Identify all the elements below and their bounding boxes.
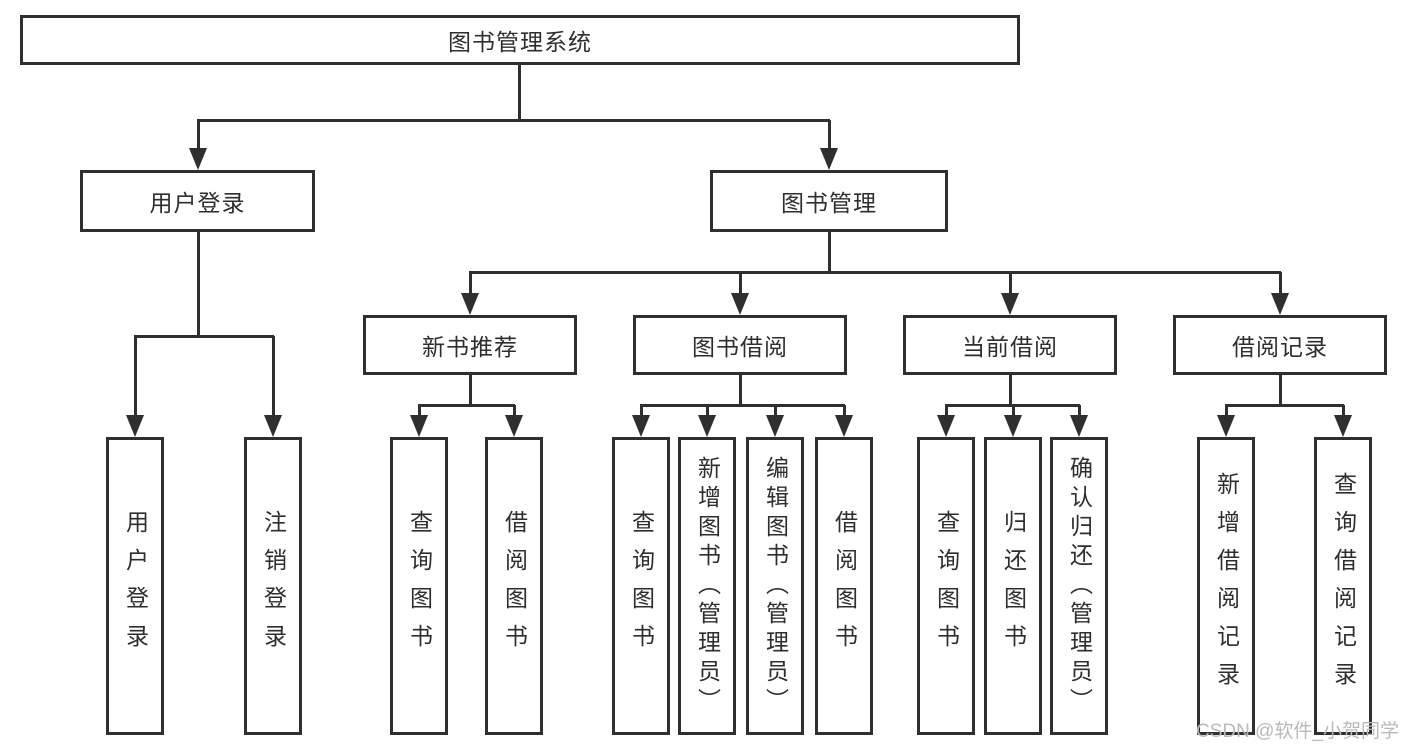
node-book-borrow-label: 图书借阅 <box>692 334 788 360</box>
watermark: CSDN @软件_小贺同学 <box>1196 721 1399 742</box>
leaf-bb-query-book-label: 查询图书 <box>628 510 655 662</box>
connector-stem <box>1342 405 1345 419</box>
arrow-down-icon <box>264 415 282 437</box>
connector-vline <box>518 65 521 122</box>
leaf-br-query-record-label: 查询借阅记录 <box>1330 472 1357 700</box>
node-user-login-group-label: 用户登录 <box>149 190 246 216</box>
leaf-cb-query-book: 查询图书 <box>917 437 975 735</box>
connector-stem <box>843 405 846 419</box>
node-root-label: 图书管理系统 <box>448 29 592 55</box>
arrow-down-icon <box>126 415 144 437</box>
connector-vline <box>739 375 742 407</box>
connector-stem <box>774 405 777 419</box>
arrow-down-icon <box>1004 415 1022 437</box>
connector-stem <box>739 272 742 297</box>
arrow-down-icon <box>1001 293 1019 315</box>
arrow-down-icon <box>698 415 716 437</box>
connector-stem <box>1009 272 1012 297</box>
node-book-management: 图书管理 <box>710 170 948 232</box>
arrow-down-icon <box>937 415 955 437</box>
leaf-user-login-label: 用户登录 <box>122 510 149 662</box>
node-borrow-record: 借阅记录 <box>1173 315 1387 375</box>
connector-stem <box>945 405 948 419</box>
leaf-br-add-record-label: 新增借阅记录 <box>1213 472 1240 700</box>
leaf-cb-confirm-return-admin: 确认归还（管理员） <box>1050 437 1108 735</box>
connector-stem <box>134 336 137 419</box>
leaf-logout-label: 注销登录 <box>260 510 287 662</box>
connector-stem <box>469 272 472 297</box>
leaf-cb-return-book-label: 归还图书 <box>1000 510 1027 662</box>
connector-hline <box>134 335 274 338</box>
node-current-borrow-label: 当前借阅 <box>962 334 1058 360</box>
leaf-nb-borrow-book-label: 借阅图书 <box>501 510 528 662</box>
arrow-down-icon <box>505 415 523 437</box>
leaf-cb-return-book: 归还图书 <box>984 437 1042 735</box>
leaf-nb-query-book: 查询图书 <box>390 437 448 735</box>
connector-vline <box>828 232 831 274</box>
arrow-down-icon <box>1217 415 1235 437</box>
leaf-user-login: 用户登录 <box>106 437 164 735</box>
connector-vline <box>197 232 200 338</box>
leaf-bb-edit-book-admin-label: 编辑图书（管理员） <box>762 455 789 717</box>
connector-stem <box>1279 272 1282 297</box>
arrow-down-icon <box>632 415 650 437</box>
leaf-cb-query-book-label: 查询图书 <box>933 510 960 662</box>
leaf-bb-add-book-admin-label: 新增图书（管理员） <box>694 455 721 717</box>
arrow-down-icon <box>731 293 749 315</box>
node-current-borrow: 当前借阅 <box>903 315 1117 375</box>
connector-stem <box>1225 405 1228 419</box>
leaf-bb-query-book: 查询图书 <box>612 437 670 735</box>
leaf-nb-borrow-book: 借阅图书 <box>485 437 543 735</box>
connector-stem <box>418 405 421 419</box>
leaf-bb-edit-book-admin: 编辑图书（管理员） <box>746 437 804 735</box>
arrow-down-icon <box>820 148 838 170</box>
arrow-down-icon <box>1334 415 1352 437</box>
connector-stem <box>197 120 200 152</box>
leaf-bb-borrow-book: 借阅图书 <box>815 437 873 735</box>
leaf-br-add-record: 新增借阅记录 <box>1197 437 1255 735</box>
connector-stem <box>640 405 643 419</box>
node-root: 图书管理系统 <box>20 15 1020 65</box>
connector-stem <box>706 405 709 419</box>
arrow-down-icon <box>189 148 207 170</box>
connector-hline <box>640 404 845 407</box>
arrow-down-icon <box>1271 293 1289 315</box>
node-borrow-record-label: 借阅记录 <box>1232 334 1328 360</box>
leaf-bb-add-book-admin: 新增图书（管理员） <box>678 437 736 735</box>
leaf-cb-confirm-return-admin-label: 确认归还（管理员） <box>1066 455 1093 717</box>
connector-hline <box>418 404 515 407</box>
leaf-bb-borrow-book-label: 借阅图书 <box>831 510 858 662</box>
leaf-logout: 注销登录 <box>244 437 302 735</box>
connector-stem <box>513 405 516 419</box>
connector-hline <box>1225 404 1344 407</box>
connector-hline <box>469 271 1281 274</box>
connector-vline <box>469 375 472 407</box>
leaf-br-query-record: 查询借阅记录 <box>1314 437 1372 735</box>
leaf-nb-query-book-label: 查询图书 <box>406 510 433 662</box>
node-new-book-recommend: 新书推荐 <box>363 315 577 375</box>
connector-stem <box>1012 405 1015 419</box>
node-book-borrow: 图书借阅 <box>633 315 847 375</box>
arrow-down-icon <box>1070 415 1088 437</box>
connector-vline <box>1279 375 1282 407</box>
connector-stem <box>828 120 831 152</box>
connector-hline <box>197 119 830 122</box>
arrow-down-icon <box>461 293 479 315</box>
node-new-book-recommend-label: 新书推荐 <box>422 334 518 360</box>
connector-stem <box>1078 405 1081 419</box>
connector-stem <box>272 336 275 419</box>
arrow-down-icon <box>410 415 428 437</box>
connector-vline <box>1009 375 1012 407</box>
node-book-management-label: 图书管理 <box>781 190 877 216</box>
node-user-login-group: 用户登录 <box>80 170 315 232</box>
arrow-down-icon <box>766 415 784 437</box>
arrow-down-icon <box>835 415 853 437</box>
